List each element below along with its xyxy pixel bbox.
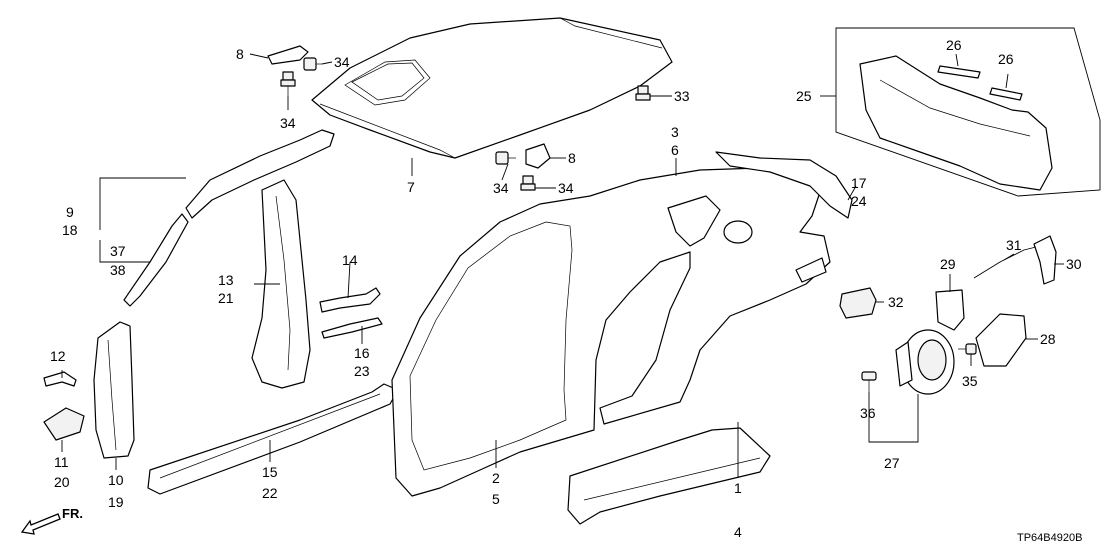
label-35: 35 (962, 373, 978, 389)
label-37: 37 (110, 243, 126, 259)
fuel-lid-28 (975, 313, 1027, 367)
bolt-34-left (280, 71, 296, 96)
bolt-36 (861, 371, 877, 392)
bracket-11 (43, 407, 85, 441)
outer-side-panel (391, 167, 831, 497)
label-36: 36 (860, 405, 876, 421)
cable-bracket-30 (1033, 235, 1057, 285)
label-38: 38 (110, 262, 126, 278)
label-26: 26 (998, 51, 1014, 67)
reinforcement-16 (321, 317, 383, 339)
label-34: 34 (334, 54, 350, 70)
label-33: 33 (674, 88, 690, 104)
label-25: 25 (796, 88, 812, 104)
bolt-34-center-a (495, 151, 516, 165)
reinforcement-14 (319, 287, 381, 313)
label-20: 20 (54, 474, 70, 490)
label-34: 34 (280, 115, 296, 131)
diagram-code: TP64B4920B (1017, 532, 1082, 544)
label-17: 17 (851, 175, 867, 191)
label-7: 7 (407, 179, 415, 195)
part-labels: 8 34 34 33 7 8 34 34 3 6 17 24 25 26 26 … (50, 37, 1082, 544)
label-23: 23 (354, 363, 370, 379)
label-19: 19 (108, 494, 124, 510)
label-28: 28 (1040, 331, 1056, 347)
label-4: 4 (734, 524, 742, 540)
fuel-housing-27 (895, 329, 955, 395)
label-13: 13 (218, 272, 234, 288)
label-29: 29 (940, 256, 956, 272)
label-5: 5 (492, 491, 500, 507)
label-27: 27 (884, 455, 900, 471)
label-10: 10 (108, 472, 124, 488)
bolt-34-top (303, 57, 322, 71)
label-18: 18 (62, 222, 78, 238)
label-16: 16 (354, 345, 370, 361)
label-12: 12 (50, 348, 66, 364)
label-14: 14 (342, 252, 358, 268)
outer-sill (567, 427, 771, 525)
hinge-29 (935, 289, 965, 331)
roof-panel (311, 17, 673, 159)
label-1: 1 (734, 480, 742, 496)
label-30: 30 (1066, 256, 1082, 272)
label-8: 8 (568, 150, 576, 166)
clip-12 (43, 371, 77, 387)
label-21: 21 (218, 290, 234, 306)
leader-lines (61, 53, 1064, 478)
label-34: 34 (493, 180, 509, 196)
label-31: 31 (1006, 237, 1022, 253)
label-11: 11 (54, 454, 69, 470)
label-15: 15 (262, 464, 278, 480)
screw-35 (958, 343, 977, 355)
vent-32 (839, 287, 877, 319)
label-9: 9 (66, 204, 74, 220)
bracket-8-top (267, 45, 309, 65)
opener-cable (973, 245, 1041, 279)
label-8: 8 (236, 46, 244, 62)
roof-side-rail (185, 129, 335, 219)
label-26: 26 (946, 37, 962, 53)
label-24: 24 (851, 193, 867, 209)
label-32: 32 (888, 294, 904, 310)
bolt-34-center-b (520, 175, 536, 191)
front-pillar-lower (93, 321, 135, 459)
rail-extension (123, 213, 189, 307)
label-34: 34 (558, 180, 574, 196)
label-6: 6 (671, 142, 679, 158)
front-direction-arrow: FR. (20, 506, 83, 535)
rear-inner-bracket (715, 151, 853, 219)
bracket-8-center (525, 143, 551, 169)
label-2: 2 (492, 470, 500, 486)
label-3: 3 (671, 124, 679, 140)
label-22: 22 (262, 485, 278, 501)
center-pillar (251, 179, 311, 389)
rear-panel-box (835, 27, 1101, 197)
direction-label: FR. (62, 506, 83, 521)
bolt-33 (635, 85, 651, 101)
